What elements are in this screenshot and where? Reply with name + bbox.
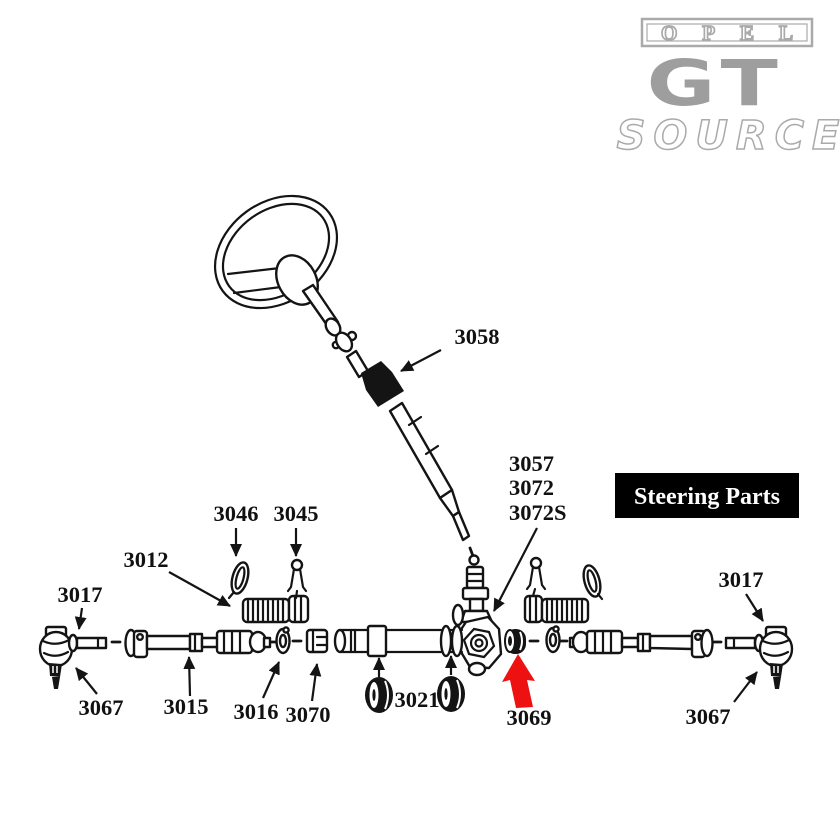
rack-tube bbox=[333, 624, 464, 658]
clip-3045 bbox=[286, 558, 308, 600]
part-label-3016: 3016 bbox=[234, 699, 279, 724]
arrow-3017-right bbox=[745, 593, 764, 622]
column-u-joint bbox=[334, 331, 354, 353]
bellows-left bbox=[241, 594, 310, 624]
badge-text: Steering Parts bbox=[634, 484, 780, 510]
arrow-3072S bbox=[493, 527, 538, 612]
badge-box bbox=[615, 473, 799, 518]
logo-gt-text: GT bbox=[647, 47, 785, 120]
clamp-3046 bbox=[227, 561, 250, 600]
logo-frame-inner bbox=[646, 23, 808, 42]
clip-right bbox=[525, 556, 547, 598]
part-label-3012: 3012 bbox=[124, 547, 169, 572]
part-label-3072: 3072 bbox=[509, 475, 554, 500]
steering-box bbox=[451, 554, 503, 677]
part-label-3072S: 3072S bbox=[509, 500, 567, 525]
highlight-arrow bbox=[502, 654, 535, 708]
washer-clip-right bbox=[545, 625, 561, 654]
rubber-mount-left bbox=[365, 677, 393, 713]
inner-tie-rod-left bbox=[124, 628, 272, 659]
part-label-3070: 3070 bbox=[286, 702, 331, 727]
tie-rod-end-right bbox=[724, 625, 794, 689]
part-label-3058: 3058 bbox=[455, 324, 500, 349]
arrow-3016 bbox=[261, 661, 281, 699]
ball-stud-right bbox=[770, 663, 783, 677]
steering-parts-badge: Steering Parts bbox=[615, 473, 799, 518]
arrow-3017-left bbox=[74, 607, 87, 630]
rubber-mount-right bbox=[437, 676, 465, 712]
tie-rod-end-left bbox=[38, 625, 108, 689]
bellows-right bbox=[523, 594, 590, 624]
part-label-3021: 3021 bbox=[395, 687, 440, 712]
steering-diagram bbox=[38, 194, 794, 713]
clamp-right bbox=[582, 564, 604, 601]
ball-stud-left bbox=[49, 663, 62, 677]
logo-frame-outer bbox=[640, 17, 814, 48]
part-label-3045: 3045 bbox=[274, 501, 319, 526]
part-label-3017-left: 3017 bbox=[58, 582, 103, 607]
steering-box-body bbox=[458, 615, 503, 670]
axis-dashes bbox=[110, 639, 723, 644]
bushing-3069 bbox=[504, 629, 526, 654]
part-label-3057: 3057 bbox=[509, 451, 554, 476]
wheel-spokes bbox=[226, 266, 283, 295]
logo: OPEL GT SOURCE bbox=[616, 17, 840, 160]
rack-clamp-band bbox=[366, 624, 388, 658]
part-label-3067-right: 3067 bbox=[686, 704, 731, 729]
arrow-3058 bbox=[400, 349, 442, 372]
arrow-3067-right bbox=[733, 671, 758, 703]
arrow-3015 bbox=[183, 656, 196, 697]
arrow-3012 bbox=[168, 571, 231, 607]
label-arrows bbox=[74, 349, 764, 703]
part-label-3046: 3046 bbox=[214, 501, 259, 526]
arrow-3067-left bbox=[75, 667, 98, 695]
logo-source-text: SOURCE bbox=[617, 113, 840, 159]
column-boot bbox=[361, 361, 404, 407]
part-label-3017-right: 3017 bbox=[719, 567, 764, 592]
steering-column bbox=[301, 283, 475, 558]
part-label-3015: 3015 bbox=[164, 694, 209, 719]
part-label-3069: 3069 bbox=[507, 705, 552, 730]
part-label-3067-left: 3067 bbox=[79, 695, 124, 720]
nut-3070 bbox=[305, 628, 329, 654]
arrow-3070 bbox=[309, 663, 322, 702]
washer-3016 bbox=[275, 626, 291, 655]
steering-wheel bbox=[213, 194, 339, 310]
inner-tie-rod-right bbox=[568, 628, 714, 659]
